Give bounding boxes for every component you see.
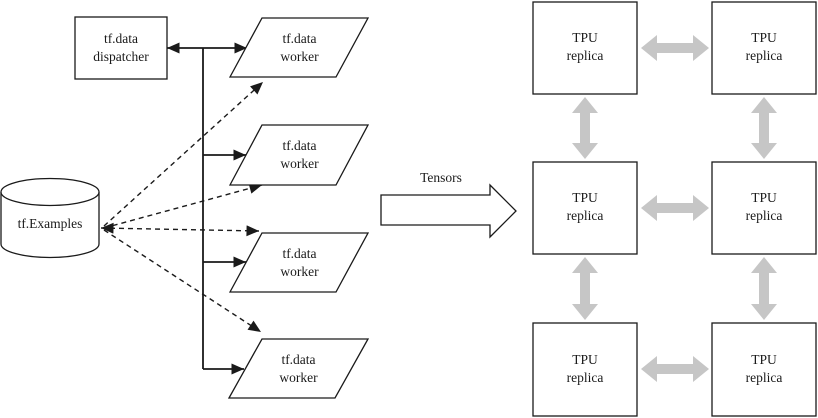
tpu-link-horizontal-row-3 [641, 356, 709, 382]
worker-parallelogram-4 [227, 338, 370, 399]
dashed-read-arrow-worker-4 [103, 229, 262, 333]
tpu-box-4 [711, 161, 817, 255]
tpu-link-vertical-right-top [751, 97, 777, 159]
dispatcher-box [74, 16, 168, 80]
tpu-link-vertical-left-top [572, 97, 598, 159]
dashed-read-arrow-worker-2 [103, 182, 263, 229]
dashed-read-arrow-worker-3 [100, 222, 260, 237]
dashed-read-arrow-worker-1 [103, 81, 264, 227]
tpu-link-vertical-right-bottom [751, 257, 777, 320]
tpu-box-6 [711, 322, 817, 417]
tpu-link-horizontal-row-1 [641, 35, 709, 61]
examples-cylinder-top [0, 177, 100, 207]
examples-cylinder-body [0, 192, 100, 259]
tensors-block-arrow [380, 183, 517, 239]
tpu-link-vertical-left-bottom [572, 257, 598, 320]
worker-parallelogram-2 [228, 124, 370, 186]
tpu-box-5 [532, 322, 638, 417]
worker-parallelogram-1 [228, 17, 370, 78]
tpu-box-3 [532, 161, 638, 255]
tpu-box-1 [532, 1, 638, 95]
worker-parallelogram-3 [228, 232, 370, 293]
tpu-link-horizontal-row-2 [641, 195, 709, 221]
tpu-box-2 [711, 1, 817, 95]
